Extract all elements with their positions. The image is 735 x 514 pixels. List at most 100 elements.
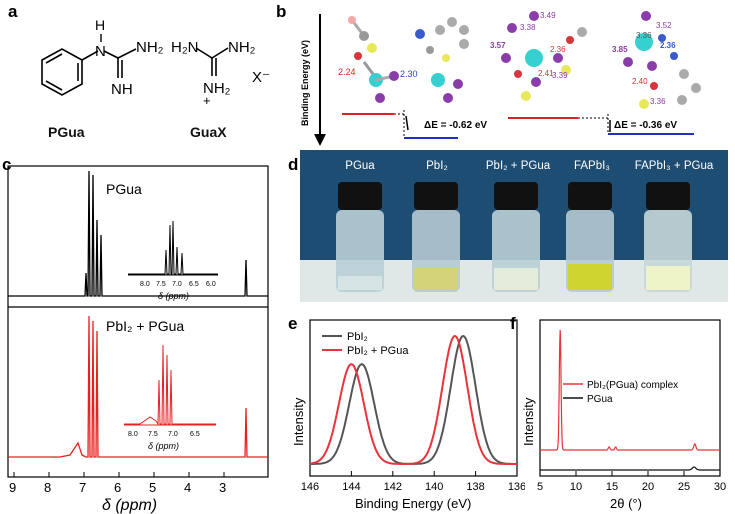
s3-value-4: 2.36 [550,45,566,54]
inset1-tick-3: 7.0 [172,281,182,288]
xps-tick-label-4: 138 [466,481,484,493]
vial-2 [412,182,460,292]
panel-letter-d: d [288,155,299,174]
xrd-series-pgua [540,466,720,471]
molecule-label-guax: GuaX [190,124,227,140]
nmr-trace-pgua [8,170,268,297]
xps-series-pbi2 [310,334,517,465]
structure-3 [501,11,587,101]
xrd-tick-label-2: 15 [606,481,618,493]
nmr-tick-3: 3 [219,480,226,495]
inset2-tick-3: 7.0 [168,431,178,438]
bond-label-1: 2.24 [338,67,356,77]
vial-photo [300,150,728,302]
vial-label-pbi2-pgua: PbI₂ + PGua [485,160,551,172]
xps-tick-label-2: 142 [384,481,402,493]
vial-label-pgua: PGua [345,160,375,172]
delta-e-label-2: ΔE = -0.36 eV [614,120,677,131]
xps-tick-label-3: 140 [425,481,443,493]
s3-value-1: 3.38 [520,23,536,32]
atom-NH2-low-guax: NH₂ [203,80,231,97]
atom-H2N-guax: H₂N [171,39,199,56]
xps-series-pbi2-pgua [309,334,517,465]
panel-f-xrd: Intensity PbI₂(PGua) complex PGua 5 10 15 2… [521,319,726,511]
nmr-tick-4: 4 [184,480,191,495]
inset1-xlabel: δ (ppm) [158,291,189,301]
panel-letter-e: e [288,314,298,333]
vial-5 [644,182,692,292]
inset1-tick-1: 8.0 [140,281,150,288]
xrd-tick-label-4: 25 [678,481,690,493]
xrd-series-complex [540,329,720,451]
xps-tick-label-5: 136 [508,481,525,493]
delta-e-label-1: ΔE = -0.62 eV [424,120,487,131]
inset1-tick-4: 6.5 [189,281,199,288]
panel-letter-c: c [2,155,12,174]
inset1-tick-2: 7.5 [156,281,166,288]
xps-tick-label-1: 144 [342,481,360,493]
atom-NH2-guax: NH₂ [228,39,256,56]
benzene-ring [41,48,137,96]
panel-c-nmr: PGua 8.0 7.5 7.0 6.5 6.0 δ (ppm) PbI₂ + … [7,165,269,514]
nmr-trace-pbi2-pgua [8,315,268,458]
xrd-legend-complex: PbI₂(PGua) complex [587,380,678,391]
s4-value-5: 2.40 [632,77,648,86]
panel-letter-b: b [276,2,287,21]
panel-a-structures: N H NH₂ NH H₂N NH₂ NH₂ + X⁻ [41,17,270,108]
atom-NH2-pgua: NH₂ [136,39,164,56]
vial-1 [336,182,384,292]
xps-x-label: Binding Energy (eV) [355,496,471,511]
vial-4 [566,182,614,292]
xrd-y-label: Intensity [521,397,536,446]
nmr-tick-6: 6 [114,480,121,495]
panel-letter-f: f [510,314,516,333]
vial-label-fapbi3-pgua: FAPbI₃ + PGua [634,160,714,172]
nmr-tick-8: 8 [44,480,51,495]
atom-H-pgua: H [95,17,105,33]
inset2-xlabel: δ (ppm) [148,441,179,451]
s4-value-3: 2.36 [660,41,676,50]
bond-label-2: 2.30 [400,69,418,79]
nmr-x-axis-label: δ (ppm) [102,497,157,514]
panel-letter-a: a [8,2,18,21]
structure-1 [348,16,399,103]
nmr-tick-5: 5 [149,480,156,495]
s3-value-3: 3.57 [490,41,506,50]
inset2-tick-4: 6.5 [190,431,200,438]
vial-label-fapbi3: FAPbI₃ [573,160,610,172]
nmr-label-pgua: PGua [106,181,142,197]
inset2-tick-2: 7.5 [148,431,158,438]
s4-value-4: 3.85 [612,45,628,54]
xrd-x-label: 2θ (°) [610,496,642,511]
s3-value-2: 3.49 [540,11,556,20]
structure-2 [415,17,469,103]
xps-y-label: Intensity [291,397,306,446]
xps-legend-pbi2-pgua: PbI₂ + PGua [347,345,409,357]
s4-value-1: 3.36 [636,31,652,40]
inset2-tick-1: 8.0 [128,431,138,438]
xrd-legend-pgua: PGua [587,394,613,405]
structure-4 [623,11,701,109]
s3-value-5: 2.41 [538,69,554,78]
panel-b-binding-diagram: Binding Energy (eV) 2.24 2.30 ΔE = -0.62… [300,11,701,146]
s4-value-2: 3.52 [656,21,672,30]
vial-label-pbi2: PbI₂ [426,160,448,172]
xrd-tick-label-1: 10 [570,481,582,493]
s4-value-6: 3.36 [650,97,666,106]
atom-NH-pgua: NH [111,81,133,98]
nmr-tick-9: 9 [9,480,16,495]
xrd-tick-label-3: 20 [642,481,654,493]
binding-energy-axis-label: Binding Energy (eV) [300,40,310,126]
molecule-label-pgua: PGua [48,124,85,140]
inset1-tick-5: 6.0 [206,281,216,288]
vial-3 [492,182,540,292]
nmr-label-pbi2-pgua: PbI₂ + PGua [106,318,184,334]
s3-value-6: 3.39 [552,71,568,80]
vials-graphic [336,182,692,292]
anion-X: X⁻ [252,69,270,86]
plus-sign: + [203,93,211,108]
nmr-tick-7: 7 [79,480,86,495]
xps-tick-label-0: 146 [301,481,319,493]
xrd-tick-label-0: 5 [537,481,543,493]
